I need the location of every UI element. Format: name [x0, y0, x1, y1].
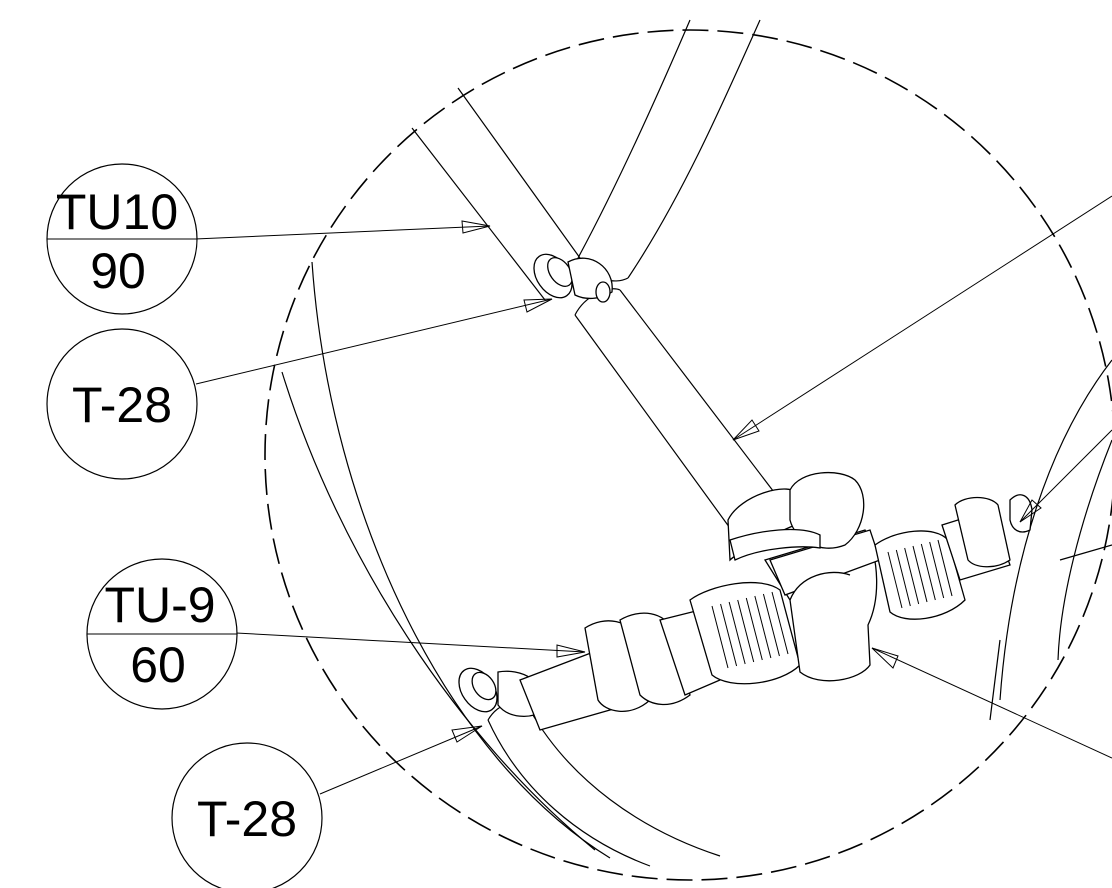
nut-rib — [887, 551, 903, 609]
valve-handle — [727, 471, 865, 562]
callout-t28-upper: T-28 — [46, 328, 198, 480]
callout-label: T-28 — [72, 377, 172, 433]
nut-rib — [920, 543, 936, 601]
nut-rib — [720, 603, 738, 667]
left-pipe-segment — [519, 609, 721, 731]
callout-top-label: TU10 — [56, 184, 178, 240]
lower-tube — [487, 702, 721, 867]
nut-rib — [728, 601, 746, 665]
callout-label: T-28 — [197, 791, 297, 847]
nut-rib — [895, 549, 911, 607]
nut-rib — [937, 539, 953, 597]
nut-rib — [929, 541, 945, 599]
leader-lines — [194, 195, 1112, 795]
nut-rib — [904, 547, 920, 605]
nut-rib — [745, 597, 763, 661]
callout-tu10-90: TU10 90 — [46, 163, 198, 315]
nut-rib — [754, 595, 772, 659]
nut-rib — [771, 591, 789, 655]
callout-bottom-label: 90 — [90, 243, 146, 299]
nut-rib — [737, 599, 755, 663]
callout-tu9-60: TU-9 60 — [86, 558, 238, 710]
detail-view-boundary — [264, 29, 1112, 881]
background-tube-left — [281, 261, 611, 859]
upper-tube — [577, 19, 761, 282]
upper-elbow-fitting — [533, 253, 613, 303]
callout-t28-lower: T-28 — [171, 742, 323, 888]
callout-bottom-label: 60 — [130, 637, 186, 693]
diagonal-tube — [411, 87, 781, 536]
left-union-nut — [689, 581, 801, 685]
nut-rib — [912, 545, 928, 603]
nut-rib — [762, 593, 780, 657]
right-union-nut — [874, 530, 966, 620]
valve-body — [763, 529, 881, 682]
callout-top-label: TU-9 — [104, 577, 215, 633]
background-tube-right — [989, 359, 1112, 721]
right-pipe-segment — [941, 494, 1033, 581]
nut-rib — [711, 605, 729, 669]
